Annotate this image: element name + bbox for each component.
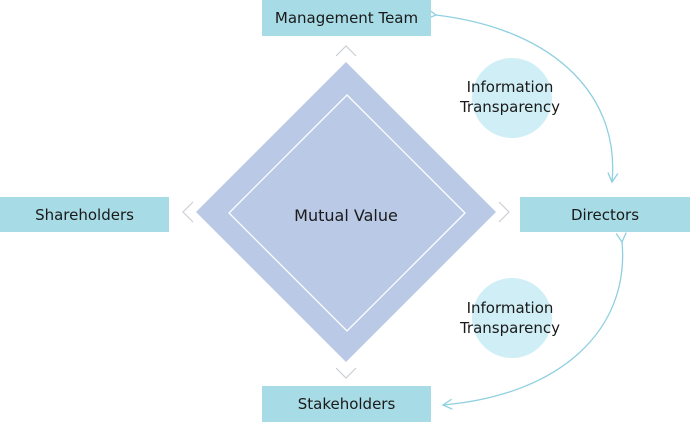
shareholders-label: Shareholders (35, 205, 134, 224)
info-label-bottom: Information Transparency (450, 298, 570, 338)
shareholders-box: Shareholders (0, 197, 169, 232)
chevron-down-icon (335, 367, 357, 379)
management-team-box: Management Team (262, 0, 431, 36)
arrow-bottom-curve (441, 232, 627, 410)
stakeholders-box: Stakeholders (262, 386, 431, 422)
outer-diamond (196, 62, 496, 362)
chevron-left-icon (182, 201, 194, 223)
directors-box: Directors (520, 197, 690, 232)
info-label-top: Information Transparency (450, 77, 570, 117)
arrow-top-curve (426, 8, 619, 184)
chevron-right-icon (498, 201, 510, 223)
management-team-label: Management Team (274, 9, 419, 27)
inner-diamond (228, 94, 466, 332)
info-top-line2: Transparency (459, 98, 561, 116)
info-bottom-line2: Transparency (459, 319, 561, 337)
info-top-line1: Information (466, 78, 554, 96)
mutual-value-label: Mutual Value (294, 206, 398, 225)
info-circle-top (472, 58, 552, 138)
info-bottom-line1: Information (466, 299, 554, 317)
stakeholders-label: Stakeholders (297, 395, 396, 413)
info-circle-bottom (472, 278, 552, 358)
directors-label: Directors (570, 205, 640, 224)
chevron-up-icon (335, 45, 357, 57)
